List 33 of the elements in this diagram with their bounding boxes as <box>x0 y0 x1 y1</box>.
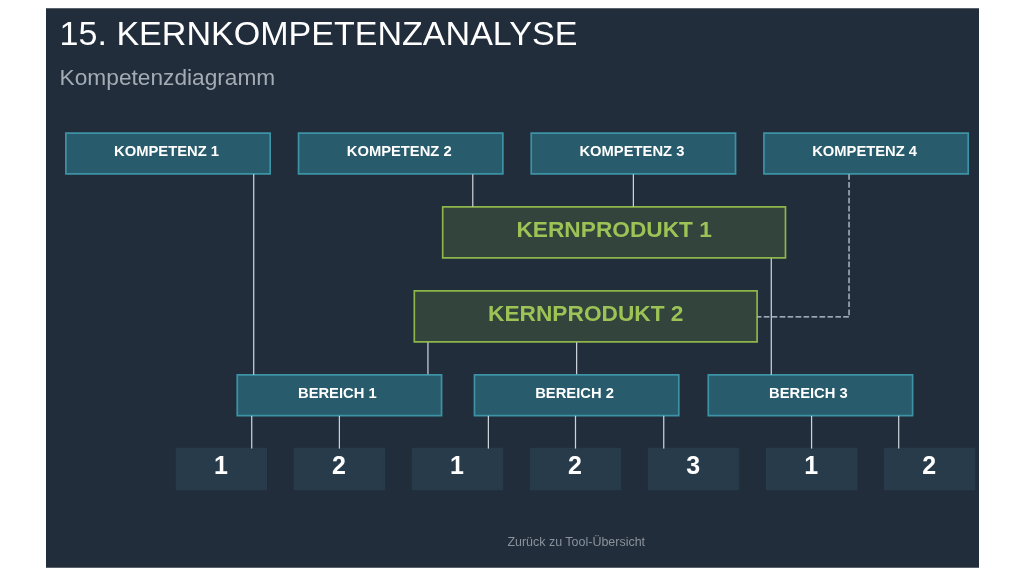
node-box: 3 <box>647 447 739 491</box>
connector <box>770 257 772 376</box>
diagram-title: 15. KERNKOMPETENZANALYSE <box>59 13 577 52</box>
connector <box>471 173 473 208</box>
connector <box>252 173 254 376</box>
node-box: 2 <box>529 447 621 491</box>
node-box: BEREICH 3 <box>706 373 913 417</box>
node-box: 1 <box>411 447 503 491</box>
node-box: 2 <box>883 447 975 491</box>
node-box: KOMPETENZ 4 <box>762 132 969 175</box>
connector <box>662 415 664 450</box>
node-box: KERNPRODUKT 2 <box>412 290 758 343</box>
connector <box>632 173 634 208</box>
label: Kompetenzdiagramm <box>59 64 275 91</box>
node-box: BEREICH 1 <box>235 373 442 417</box>
connector <box>810 415 812 450</box>
label: Zurück zu Tool-Übersicht <box>506 534 645 549</box>
connector <box>575 341 577 375</box>
node-box: KOMPETENZ 1 <box>64 132 271 175</box>
node-box: BEREICH 2 <box>473 373 680 417</box>
node-box: KOMPETENZ 3 <box>529 132 736 175</box>
node-box: KERNPRODUKT 1 <box>441 206 786 259</box>
connector <box>338 415 340 450</box>
node-box: 2 <box>293 447 385 491</box>
node-box: 1 <box>175 447 267 491</box>
connector <box>897 415 899 450</box>
connector <box>574 415 576 450</box>
connector <box>250 415 252 450</box>
connector <box>756 173 850 318</box>
connector <box>426 341 429 375</box>
node-box: KOMPETENZ 2 <box>297 132 504 175</box>
connector <box>487 415 489 450</box>
node-box: 1 <box>765 447 857 491</box>
